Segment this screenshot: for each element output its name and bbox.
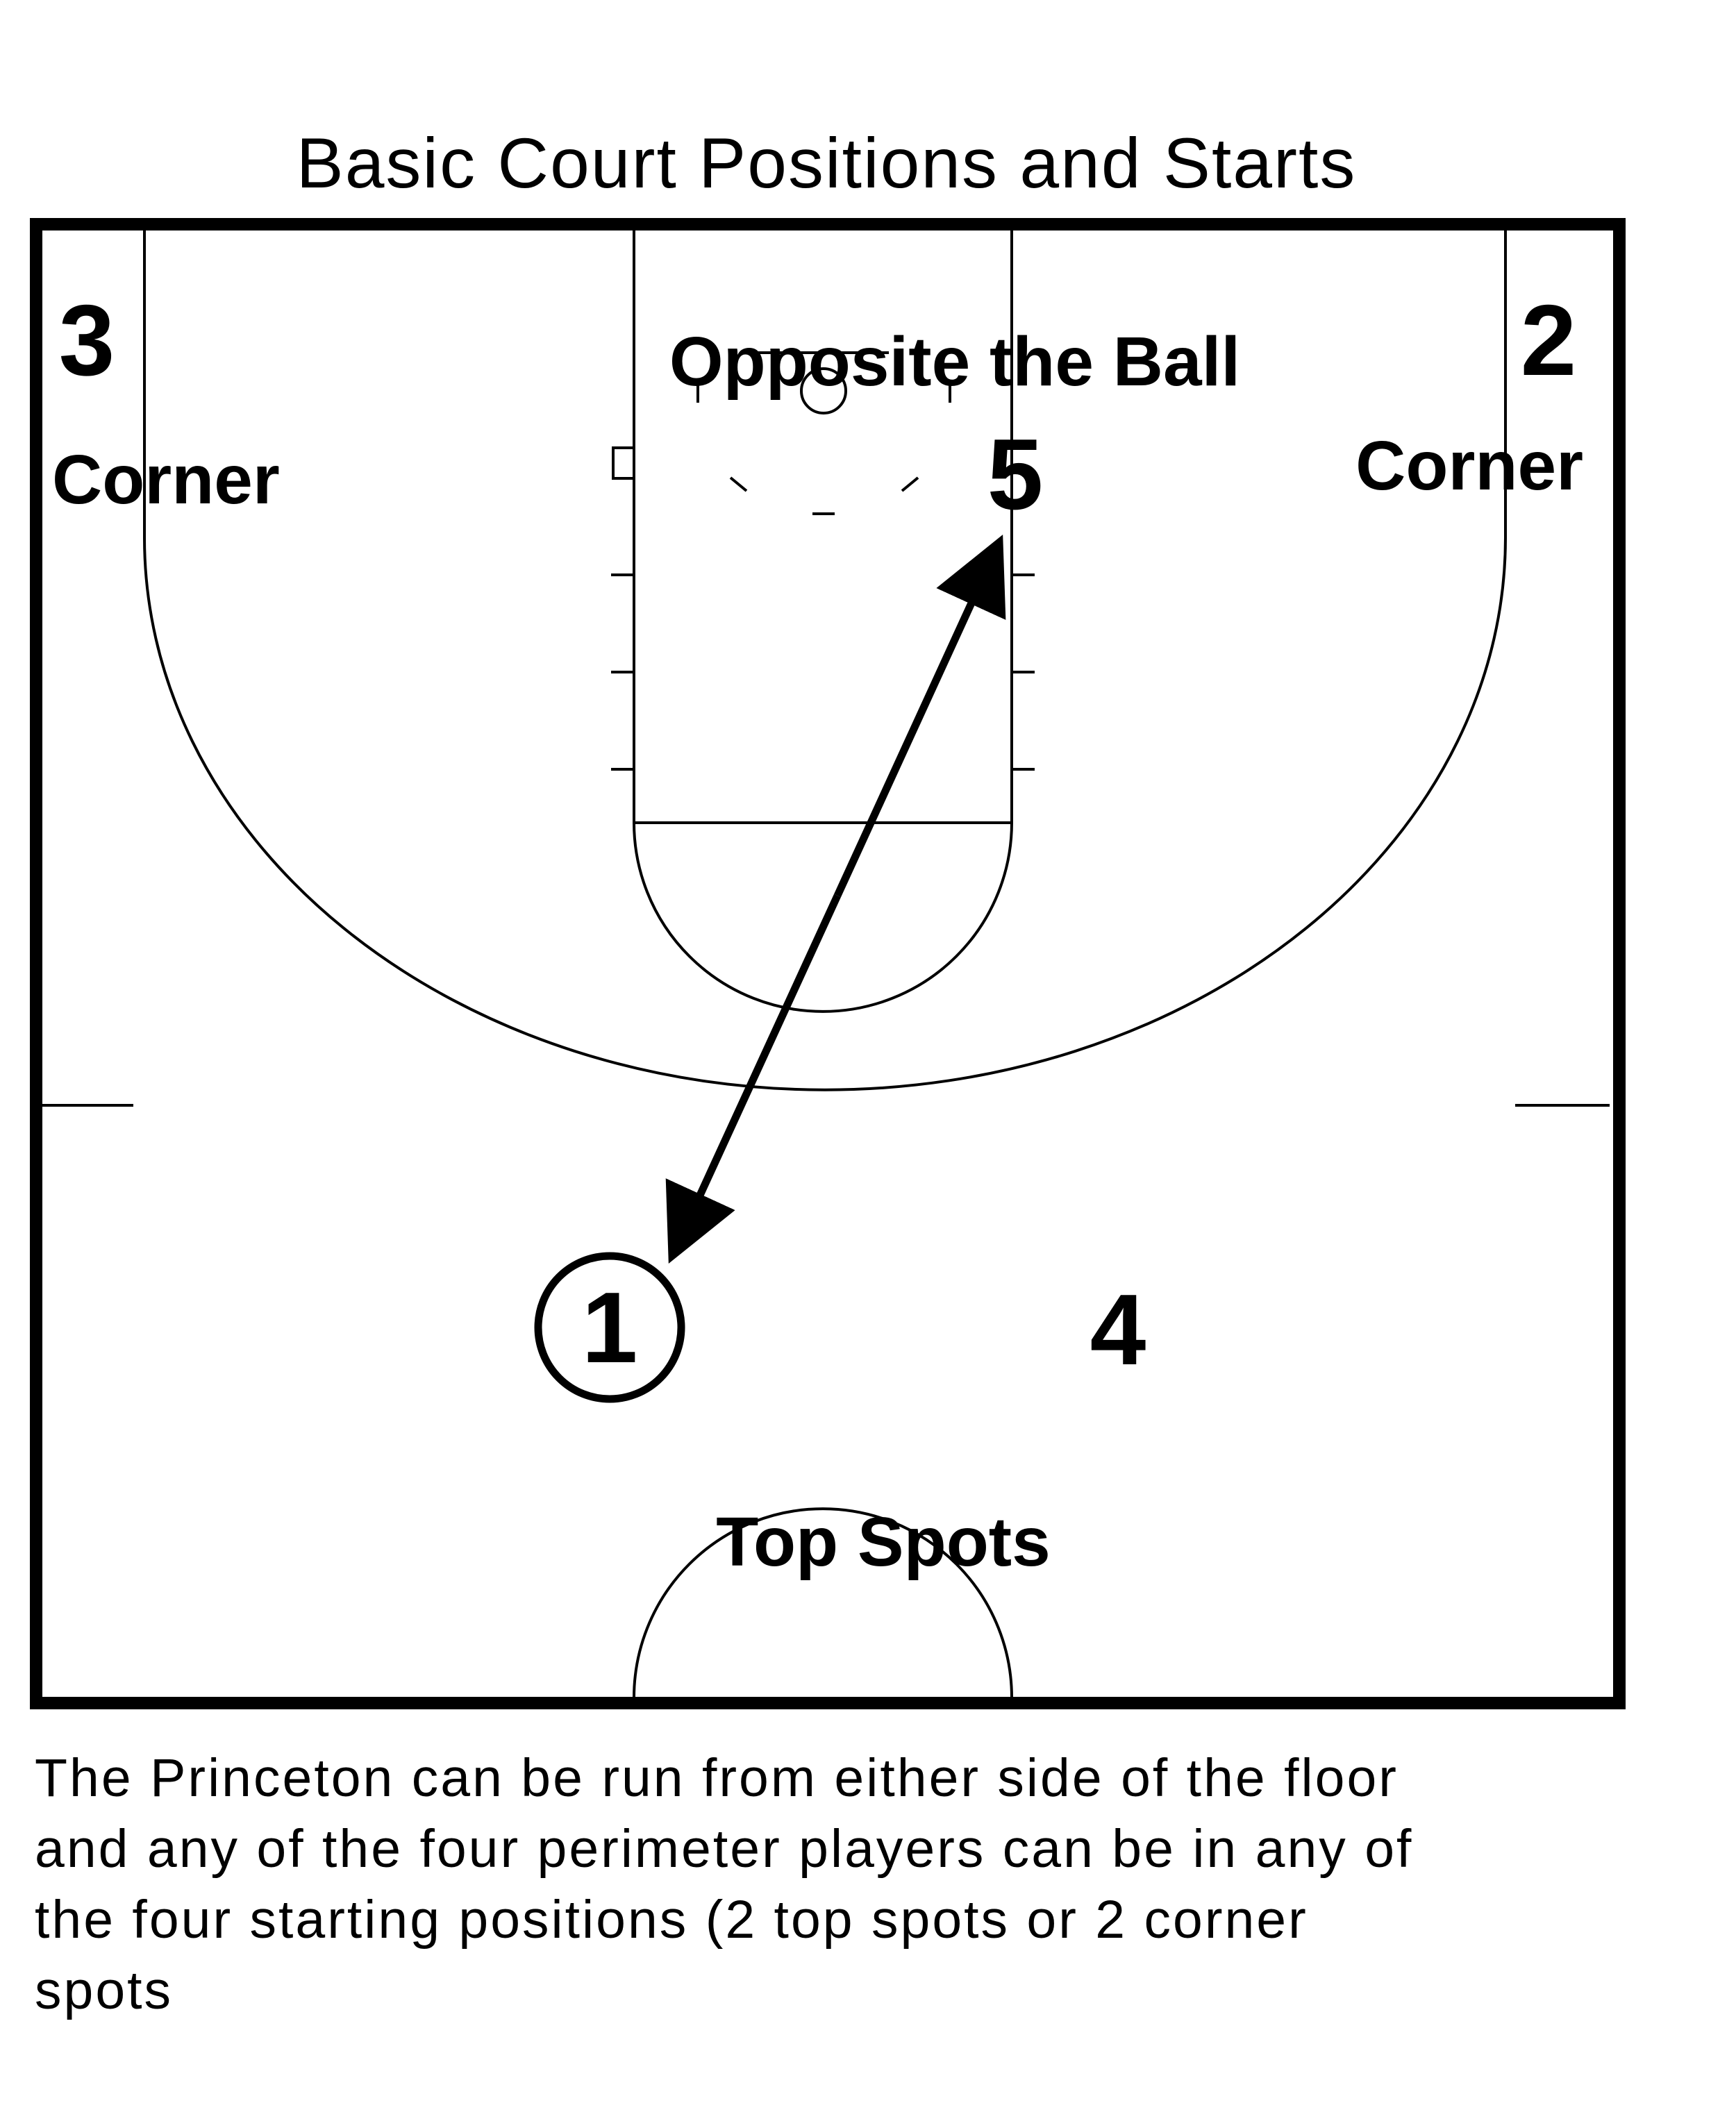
- player-1-ball-handler: 1: [534, 1252, 685, 1403]
- opposite-the-ball-label: Opposite the Ball: [669, 323, 1240, 401]
- caption-line: the four starting positions (2 top spots…: [35, 1890, 1308, 1950]
- center-circle: [633, 1507, 1013, 1698]
- corner-label-right: Corner: [1355, 427, 1583, 505]
- pass-arrow-return: [665, 894, 841, 1264]
- rim: [800, 367, 847, 414]
- lane-hash-marks: [611, 446, 1035, 771]
- caption-line: spots: [35, 1961, 174, 2020]
- player-1: 1: [582, 1271, 638, 1384]
- player-3: 3: [59, 284, 115, 396]
- player-5: 5: [987, 418, 1044, 530]
- free-throw-circle: [633, 822, 1013, 1013]
- caption-line: The Princeton can be run from either sid…: [35, 1748, 1399, 1808]
- diagram-title: Basic Court Positions and Starts: [297, 124, 1357, 203]
- three-point-line: [143, 229, 1507, 1091]
- corner-label-left: Corner: [52, 441, 280, 519]
- ball-handler-circle: [534, 1252, 685, 1403]
- court-boundary: [30, 218, 1626, 1709]
- lane-key: [633, 229, 1013, 824]
- caption-line: and any of the four perimeter players ca…: [35, 1819, 1414, 1879]
- basket-area: [696, 351, 951, 515]
- top-spots-label: Top Spots: [716, 1503, 1050, 1581]
- pass-arrow: [833, 534, 1006, 898]
- player-4: 4: [1090, 1273, 1146, 1386]
- player-2: 2: [1521, 284, 1577, 396]
- caption-text: The Princeton can be run from either sid…: [35, 1743, 1653, 2026]
